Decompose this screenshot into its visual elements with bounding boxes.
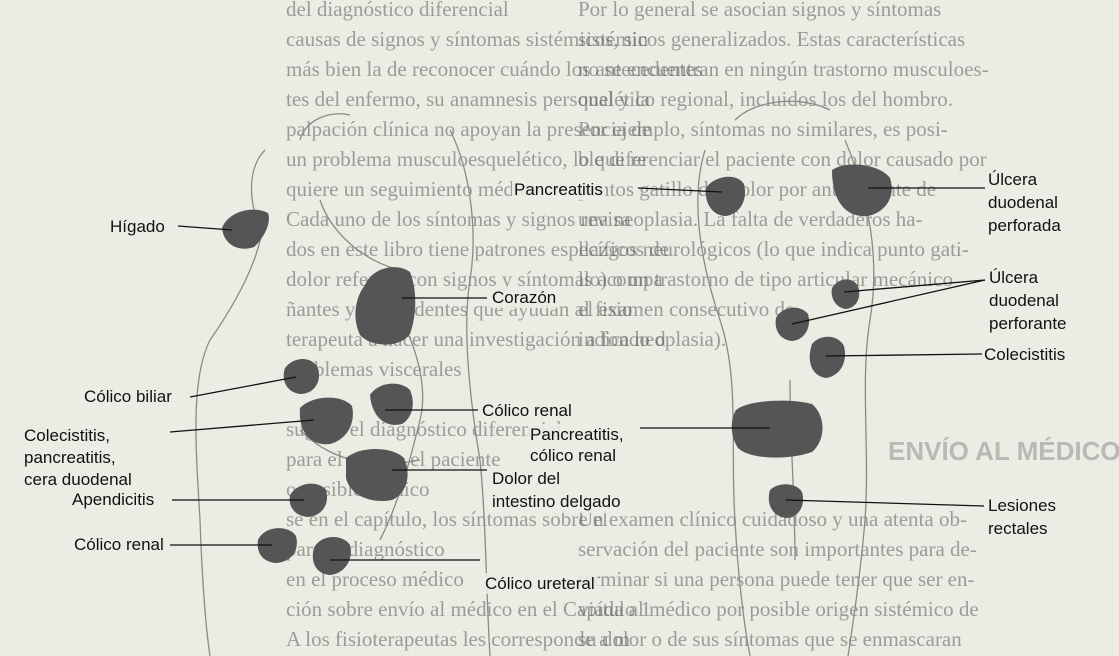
label-colecistitis-pancreatitis: Colecistitis, pancreatitis, cera duodena…: [22, 425, 134, 491]
label-ulcera-perforante: Úlcera duodenal perforante: [987, 266, 1069, 335]
pancreatitis-colico-renal-back-zone: [732, 401, 823, 458]
label-colico-renal-lower: Cólico renal: [72, 534, 166, 555]
label-colico-renal-upper: Cólico renal: [480, 400, 574, 421]
pancreatitis-back-zone: [706, 177, 745, 216]
label-pancreatitis: Pancreatitis: [512, 179, 605, 200]
colico-biliar-zone: [284, 359, 319, 394]
ulcera-perforante-zone-1: [832, 279, 860, 309]
label-colico-biliar: Cólico biliar: [82, 386, 174, 407]
label-lesiones-rectales: Lesiones rectales: [986, 494, 1058, 540]
label-ulcera-perforada: Úlcera duodenal perforada: [986, 168, 1063, 237]
corazon-zone: [355, 267, 415, 344]
colico-renal-front-zone: [370, 384, 413, 425]
label-colico-ureteral: Cólico ureteral: [483, 573, 597, 594]
colecistitis-back-zone: [810, 337, 845, 378]
label-higado: Hígado: [108, 216, 167, 237]
label-pancreatitis-colico-renal: Pancreatitis, cólico renal: [528, 424, 626, 466]
lesiones-rectales-zone: [769, 484, 803, 518]
label-corazon: Corazón: [490, 287, 558, 308]
front-body-outline: [196, 114, 490, 656]
label-apendicitis: Apendicitis: [70, 489, 156, 510]
intestino-zone: [346, 449, 408, 501]
label-dolor-intestino: Dolor del intestino delgado: [490, 467, 623, 513]
ulcera-perforada-zone: [832, 164, 892, 216]
colico-ureteral-zone: [313, 537, 351, 575]
label-colecistitis: Colecistitis: [982, 344, 1067, 365]
